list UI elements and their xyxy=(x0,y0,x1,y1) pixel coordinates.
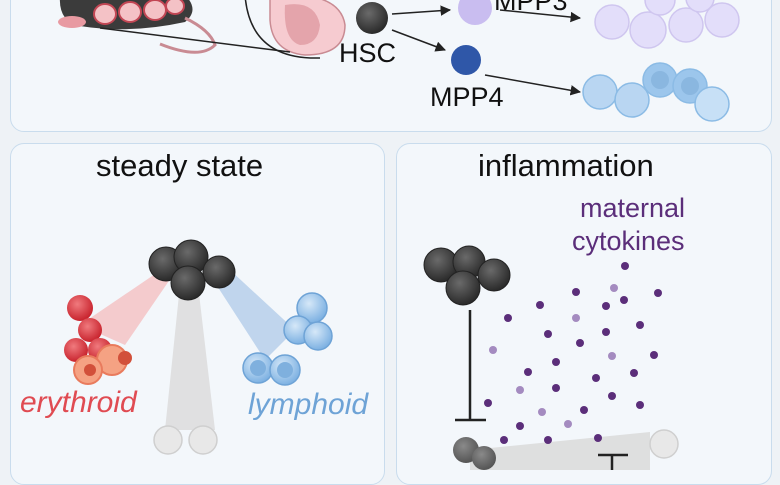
mpp4-cell xyxy=(451,45,481,75)
lymphoid-cell-cluster-top xyxy=(582,62,730,122)
erythroid-cells xyxy=(64,295,132,385)
myeloid-cell-inflammation xyxy=(649,429,679,459)
mouse-illustration xyxy=(58,0,217,54)
inflammation-title: inflammation xyxy=(478,148,654,183)
myeloid-cell-cluster xyxy=(594,0,740,49)
mpp3-cell xyxy=(458,0,492,25)
cytokines-label-line1: maternal xyxy=(580,193,686,223)
erythroid-cone xyxy=(80,272,175,345)
myeloid-cone xyxy=(165,285,215,430)
mpp4-label: MPP4 xyxy=(430,82,504,112)
erythroid-label: erythroid xyxy=(20,386,137,419)
lymphoid-cone xyxy=(210,270,295,360)
fetus-illustration xyxy=(269,0,346,56)
steady-state-title: steady state xyxy=(96,148,264,183)
hsc-cluster-inflammation xyxy=(423,245,511,306)
hsc-cell xyxy=(356,2,388,34)
hsc-cluster-inflammation-bottom xyxy=(453,437,496,470)
cytokine-dots xyxy=(484,262,662,444)
hsc-cluster-steady xyxy=(148,239,236,301)
lymphoid-label: lymphoid xyxy=(248,388,369,421)
lymphoid-cells xyxy=(242,292,333,386)
cytokines-label-line2: cytokines xyxy=(572,226,685,256)
hsc-label: HSC xyxy=(339,38,397,68)
inflammation-cone xyxy=(470,432,650,470)
diagram-graphics xyxy=(58,0,740,470)
inflammation-panel xyxy=(396,143,772,485)
mpp3-label: MPP3 xyxy=(494,0,568,16)
myeloid-cells-steady xyxy=(153,425,218,455)
